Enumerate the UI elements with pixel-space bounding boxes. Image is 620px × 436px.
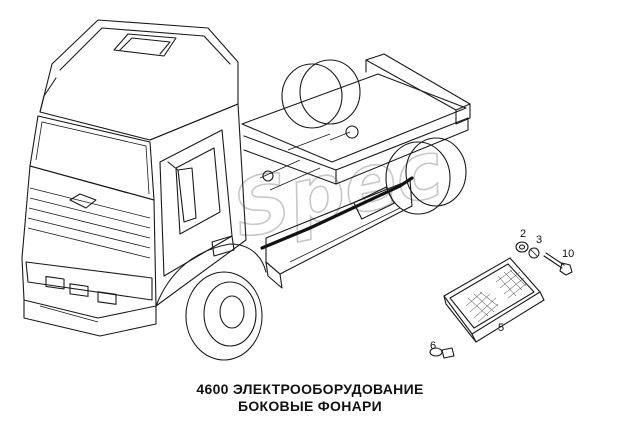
caption-section-subtitle: БОКОВЫЕ ФОНАРИ	[237, 398, 383, 414]
callout-6: 6	[430, 340, 436, 352]
callout-5: 5	[498, 322, 504, 334]
callout-3: 3	[536, 234, 542, 246]
watermark-text: Spec	[225, 124, 450, 256]
washer-part	[528, 247, 540, 259]
callout-10: 10	[562, 248, 574, 260]
truck-illustration	[21, 19, 471, 361]
screw-part	[543, 252, 573, 276]
callout-2: 2	[520, 228, 526, 240]
parts-exploded-view	[429, 241, 573, 359]
nut-part	[515, 241, 529, 253]
side-lamp-part	[443, 257, 545, 343]
caption-section-title: 4600 ЭЛЕКТРООБОРУДОВАНИЕ	[196, 381, 424, 397]
bulb-part	[429, 347, 455, 359]
